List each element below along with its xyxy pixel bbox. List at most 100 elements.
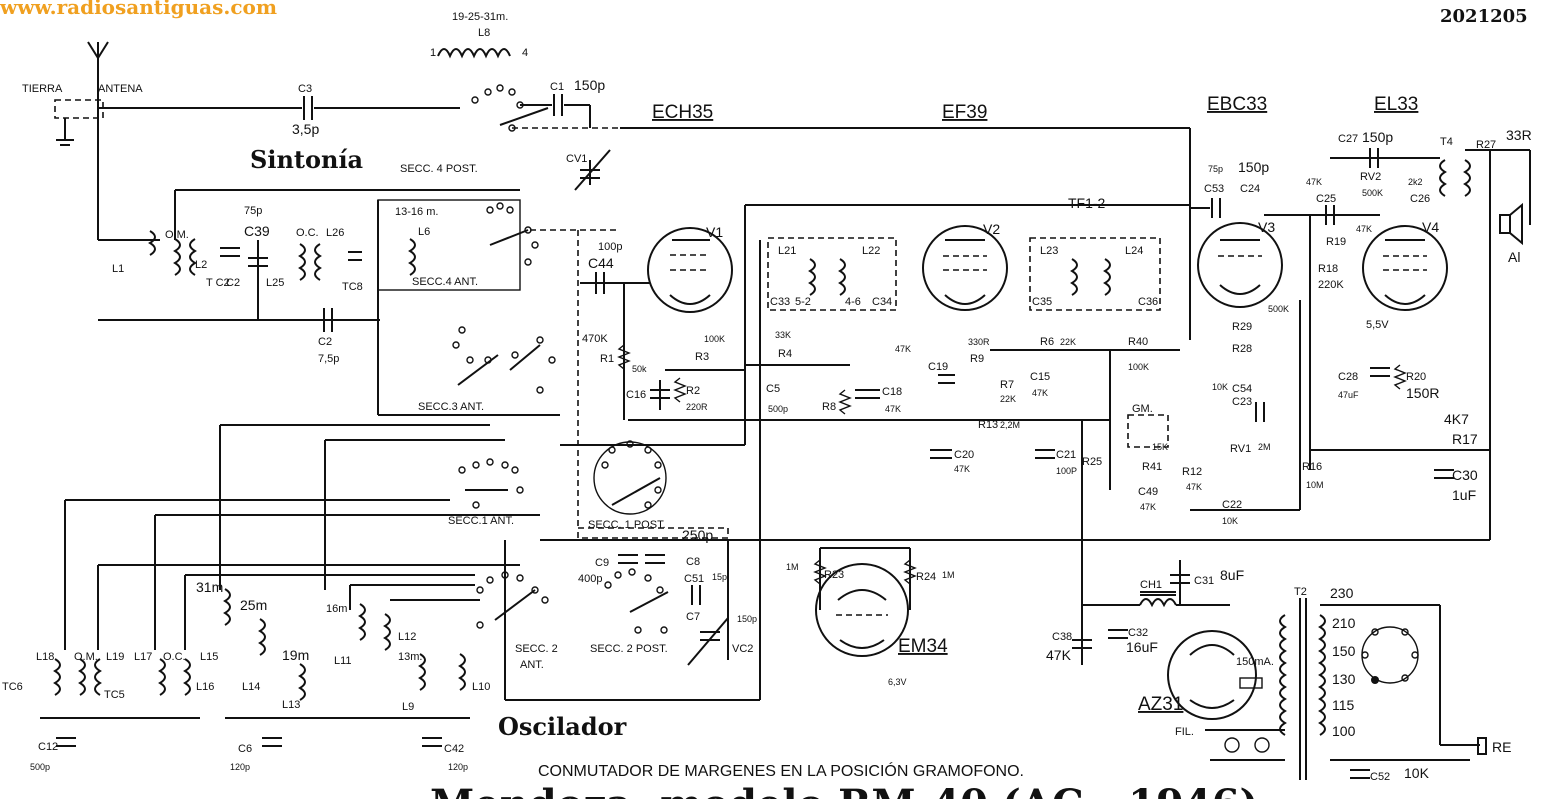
label-gm: GM. <box>1132 403 1153 415</box>
label-om-2: O.M. <box>74 651 98 663</box>
label-secc1-post: SECC. 1 POST. <box>588 519 666 531</box>
label-r6: R6 <box>1040 336 1054 348</box>
label-r50k: 50k <box>632 364 647 374</box>
label-v230: 230 <box>1330 585 1354 601</box>
label-rv2: RV2 <box>1360 171 1381 183</box>
label-r4: R4 <box>778 348 792 360</box>
label-c49-value: 47K <box>1140 502 1156 512</box>
label-r13: R13 <box>978 419 998 431</box>
label-c25-value: 47K <box>1306 177 1322 187</box>
label-c36: C36 <box>1138 296 1158 308</box>
label-c44-value: 100p <box>598 241 622 253</box>
label-c32: C32 <box>1128 627 1148 639</box>
label-c7: C7 <box>686 611 700 623</box>
label-vc2: VC2 <box>732 643 753 655</box>
label-r27: R27 <box>1476 139 1496 151</box>
label-tc8: TC8 <box>342 281 363 293</box>
label-l14: L14 <box>242 681 260 693</box>
label-v150: 150 <box>1332 643 1356 659</box>
switch-secc2-ant <box>476 571 549 629</box>
label-c21-value: 100P <box>1056 466 1077 476</box>
label-al: Al <box>1508 249 1520 265</box>
tube-v2 <box>922 225 1008 311</box>
label-l2: L2 <box>195 259 207 271</box>
tube-v3 <box>1197 222 1283 308</box>
label-c38-value: 47K <box>1046 647 1072 663</box>
label-c15: C15 <box>1030 371 1050 383</box>
label-band-19m: 19m <box>282 647 309 663</box>
label-c75: 75p <box>1208 164 1223 174</box>
label-tierra: TIERRA <box>22 83 63 95</box>
label-r2-value: 220R <box>686 402 708 412</box>
label-c2a: C2 <box>226 277 240 289</box>
label-v115: 115 <box>1332 697 1355 713</box>
label-c22-value: 10K <box>1222 516 1238 526</box>
tube-v1 <box>647 227 733 313</box>
label-c49: C49 <box>1138 486 1158 498</box>
label-r17: R17 <box>1452 431 1478 447</box>
label-c3-value: 3,5p <box>292 121 319 137</box>
label-r18-value: 220K <box>1318 279 1344 291</box>
label-if-5-2: 5-2 <box>795 296 811 308</box>
label-r29: R29 <box>1232 321 1252 333</box>
label-if-4-6: 4-6 <box>845 296 861 308</box>
label-r3: R3 <box>695 351 709 363</box>
label-l26: L26 <box>326 227 344 239</box>
label-r100k: 100K <box>704 334 725 344</box>
label-r7: R7 <box>1000 379 1014 391</box>
label-c9: C9 <box>595 557 609 569</box>
power-transformer-t2 <box>1279 598 1326 780</box>
label-om-1: O.M. <box>165 229 189 241</box>
switch-secc4-post <box>471 84 549 132</box>
label-v100: 100 <box>1332 723 1356 739</box>
label-l18: L18 <box>36 651 54 663</box>
label-c3: C3 <box>298 83 312 95</box>
antenna-symbol <box>54 41 109 240</box>
label-band-16m: 16m <box>326 603 347 615</box>
label-r8: R8 <box>822 401 836 413</box>
label-r16: R16 <box>1302 461 1322 473</box>
tube-label-el33: EL33 <box>1374 94 1418 115</box>
label-c7-value: 150p <box>737 614 757 624</box>
label-c21: C21 <box>1056 449 1076 461</box>
label-c39: C39 <box>244 223 270 239</box>
label-r4k7: 4K7 <box>1444 411 1469 427</box>
label-r28: R28 <box>1232 343 1252 355</box>
label-c31: C31 <box>1194 575 1214 587</box>
label-rv2-value: 500K <box>1362 188 1383 198</box>
label-l19: L19 <box>106 651 124 663</box>
label-c12: C12 <box>38 741 58 753</box>
band-label-l6: 13-16 m. <box>395 206 438 218</box>
label-c30: C30 <box>1452 467 1478 483</box>
tube-label-em34: EM34 <box>898 636 948 657</box>
label-v4: V4 <box>1422 219 1439 235</box>
label-t4: T4 <box>1440 136 1453 148</box>
label-c12-value: 500p <box>30 762 50 772</box>
tube-label-az31: AZ31 <box>1138 694 1183 715</box>
label-c42-value: 120p <box>448 762 468 772</box>
label-c52: C52 <box>1370 771 1390 783</box>
tube-label-ech35: ECH35 <box>652 102 713 123</box>
label-tf1-2: TF1-2 <box>1068 195 1106 211</box>
label-v63: 6,3V <box>888 677 907 687</box>
label-r47k-v4: 47K <box>1356 224 1372 234</box>
label-secc4-ant: SECC.4 ANT. <box>412 276 478 288</box>
label-c53: C53 <box>1204 183 1224 195</box>
label-l12: L12 <box>398 631 416 643</box>
label-c39-value: 75p <box>244 205 262 217</box>
switch-secc3-ant <box>452 326 556 394</box>
label-oc-1: O.C. <box>296 227 319 239</box>
label-band-31m: 31m <box>196 579 223 595</box>
switch-secc4-ant <box>486 202 539 266</box>
label-c19: C19 <box>928 361 948 373</box>
label-c22: C22 <box>1222 499 1242 511</box>
label-c27: C27 <box>1338 133 1358 145</box>
switch-secc1-post <box>593 440 667 515</box>
label-v3: V3 <box>1258 219 1275 235</box>
label-l13: L13 <box>282 699 300 711</box>
label-150ma: 150mA. <box>1236 656 1274 668</box>
label-r7-value: 22K <box>1000 394 1016 404</box>
label-r27-value: 33R <box>1506 127 1532 143</box>
label-c15-value: 47K <box>1032 388 1048 398</box>
label-c52-value: 10K <box>1404 765 1430 781</box>
